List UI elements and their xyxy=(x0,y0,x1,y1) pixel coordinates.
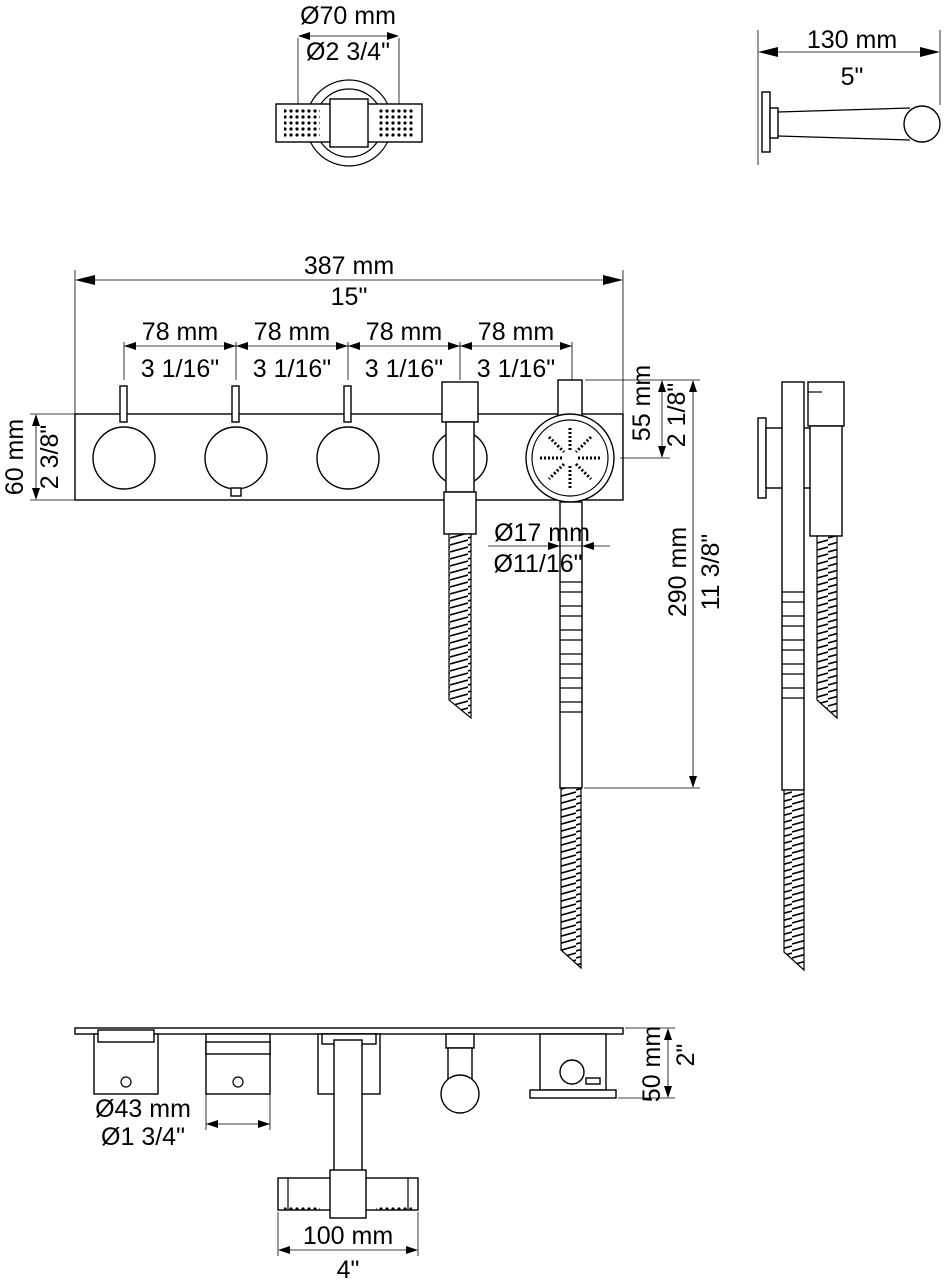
dim-spacing-4-in: 3 1/16" xyxy=(477,355,555,383)
dim-arm-length-in: 5" xyxy=(841,63,864,91)
dim-hand-length-mm: 290 mm xyxy=(664,527,692,617)
dim-hand-length-in: 11 3/8" xyxy=(697,534,725,611)
dim-knob-diameter-mm: Ø43 mm xyxy=(95,1095,191,1123)
dim-depth-in: 2" xyxy=(672,1044,700,1067)
dim-head-diameter-in: Ø2 3/4" xyxy=(306,38,390,66)
dim-arm-length-mm: 130 mm xyxy=(807,26,897,54)
dim-spacing-1-in: 3 1/16" xyxy=(141,355,219,383)
dim-plate-width-in: 15" xyxy=(331,283,368,311)
dim-hose-diameter-in: Ø11/16" xyxy=(493,550,582,578)
front-view: 387 mm 15" 78 mm 78 mm 78 mm 78 mm 3 1/1… xyxy=(1,252,725,970)
dim-knob-diameter-in: Ø1 3/4" xyxy=(101,1123,185,1151)
dim-depth-mm: 50 mm xyxy=(638,1026,666,1102)
dim-spacing-2-mm: 78 mm xyxy=(254,318,330,346)
dim-spacing-4-mm: 78 mm xyxy=(478,318,554,346)
dim-bar-width-in: 4" xyxy=(337,1256,360,1284)
dim-head-diameter-mm: Ø70 mm xyxy=(300,2,396,30)
plan-view: Ø43 mm Ø1 3/4" 50 mm 2" 100 mm 4" xyxy=(74,1026,700,1284)
dim-holder-height-mm: 55 mm xyxy=(628,365,656,441)
dim-spacing-3-mm: 78 mm xyxy=(366,318,442,346)
dim-plate-height-mm: 60 mm xyxy=(1,419,29,495)
dim-spacing-3-in: 3 1/16" xyxy=(365,355,443,383)
dim-holder-height-in: 2 1/8" xyxy=(663,383,691,447)
dim-spacing-2-in: 3 1/16" xyxy=(253,355,331,383)
shower-head-top-view: Ø70 mm Ø2 3/4" xyxy=(275,2,423,167)
side-view xyxy=(757,381,845,972)
dim-spacing-1-mm: 78 mm xyxy=(142,318,218,346)
arm-side-view: 130 mm 5" xyxy=(757,26,941,165)
dim-hose-diameter-mm: Ø17 mm xyxy=(494,519,590,547)
dim-plate-height-in: 2 3/8" xyxy=(36,425,64,489)
dim-bar-width-mm: 100 mm xyxy=(303,1222,393,1250)
dim-plate-width-mm: 387 mm xyxy=(304,252,394,280)
